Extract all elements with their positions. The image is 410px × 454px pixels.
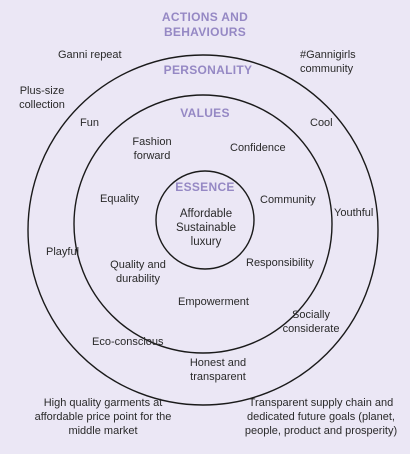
middle-ring bbox=[73, 94, 333, 354]
personality-cool: Cool bbox=[310, 117, 333, 129]
personality-youthful: Youthful bbox=[334, 207, 374, 219]
value-community: Community bbox=[260, 194, 316, 206]
outer-ring bbox=[27, 54, 379, 406]
value-confidence: Confidence bbox=[230, 142, 286, 154]
value-empowerment: Empowerment bbox=[178, 296, 249, 308]
essence-heading: ESSENCE bbox=[175, 180, 235, 194]
action-high-quality-garments: High quality garments at affordable pric… bbox=[34, 397, 172, 437]
value-responsibility: Responsibility bbox=[246, 257, 314, 269]
action-ganni-repeat: Ganni repeat bbox=[58, 49, 122, 61]
essence-text: Affordable Sustainable luxury bbox=[175, 208, 237, 248]
personality-playful: Playful bbox=[46, 246, 80, 258]
actions-heading: ACTIONS AND BEHAVIOURS bbox=[161, 10, 249, 39]
action-plus-size-collection: Plus-size collection bbox=[19, 85, 65, 111]
personality-honest-transparent: Honest and transparent bbox=[189, 357, 247, 383]
value-quality-durability: Quality and durability bbox=[110, 259, 166, 285]
value-fashion-forward: Fashion forward bbox=[132, 136, 172, 162]
action-transparent-supply-chain: Transparent supply chain and dedicated f… bbox=[244, 397, 398, 437]
values-heading: VALUES bbox=[180, 106, 230, 120]
personality-fun: Fun bbox=[80, 117, 99, 129]
value-equality: Equality bbox=[100, 193, 140, 205]
personality-socially-considerate: Socially considerate bbox=[282, 309, 340, 335]
personality-heading: PERSONALITY bbox=[163, 63, 253, 77]
inner-ring bbox=[155, 170, 255, 270]
personality-eco-conscious: Eco-conscious bbox=[92, 336, 164, 348]
action-gannigirls-community: #Gannigirls community bbox=[300, 49, 356, 75]
